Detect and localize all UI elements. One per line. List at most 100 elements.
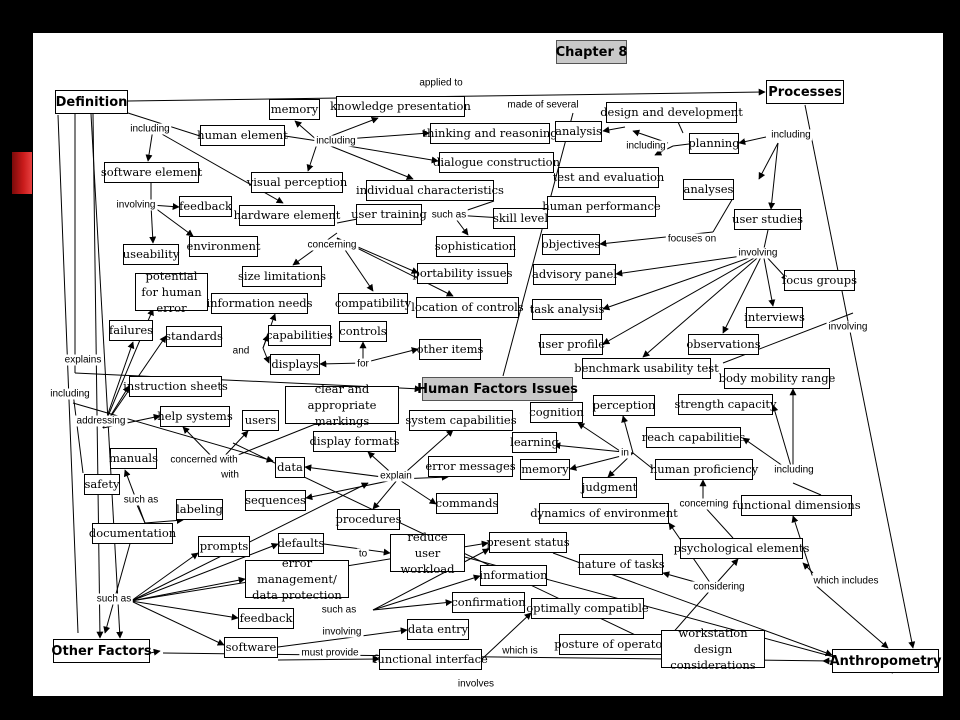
node-error-management[interactable]: error management/ data protection — [245, 556, 349, 602]
node-test-evaluation[interactable]: test and evaluation — [553, 167, 664, 188]
node-manuals[interactable]: manuals — [109, 448, 158, 469]
node-present-status[interactable]: present status — [486, 532, 570, 553]
node-anthropometry[interactable]: Anthropometry — [830, 649, 941, 673]
node-capabilities[interactable]: capabilities — [266, 325, 333, 346]
node-processes[interactable]: Processes — [766, 80, 844, 104]
node-sequences[interactable]: sequences — [245, 490, 306, 511]
node-workstation-design[interactable]: workstation design considerations — [661, 626, 765, 672]
node-focus-groups[interactable]: focus groups — [782, 270, 857, 291]
node-judgment[interactable]: judgment — [582, 477, 637, 498]
node-other-items[interactable]: other items — [417, 339, 483, 360]
node-design-development[interactable]: design and development — [600, 102, 743, 123]
node-failures[interactable]: failures — [109, 320, 153, 341]
node-sophistication[interactable]: sophistication — [435, 236, 516, 257]
node-planning[interactable]: planning — [688, 133, 740, 154]
node-visual-perception[interactable]: visual perception — [247, 172, 347, 193]
node-standards[interactable]: standards — [165, 326, 223, 347]
node-other-factors[interactable]: Other Factors — [51, 639, 152, 663]
node-advisory-panel[interactable]: advisory panel — [532, 264, 617, 285]
node-nature-of-tasks[interactable]: nature of tasks — [577, 554, 665, 575]
label-concerning-hardware: concerning — [305, 239, 359, 251]
node-functional-interface[interactable]: functional interface — [373, 649, 488, 670]
node-users[interactable]: users — [242, 410, 279, 431]
label-involving-software-2: involving — [320, 626, 364, 638]
node-environment[interactable]: environment — [187, 236, 260, 257]
node-help-systems[interactable]: help systems — [157, 406, 233, 427]
node-user-profile[interactable]: user profile — [538, 334, 605, 355]
node-clear-markings[interactable]: clear and appropriate markings — [285, 382, 399, 428]
node-information-needs[interactable]: information needs — [206, 293, 313, 314]
node-commands[interactable]: commands — [436, 493, 498, 514]
node-definition[interactable]: Definition — [55, 90, 128, 114]
node-learning[interactable]: learning — [510, 432, 559, 453]
label-such-as-other-factors: such as — [94, 593, 134, 605]
node-knowledge-presentation[interactable]: knowledge presentation — [330, 96, 471, 117]
node-individual-characteristics[interactable]: individual characteristics — [356, 180, 504, 201]
connector-line — [362, 347, 419, 364]
node-dynamics-environment[interactable]: dynamics of environment — [530, 503, 678, 524]
connector-line — [812, 582, 889, 649]
node-display-formats[interactable]: display formats — [310, 431, 399, 452]
node-benchmark-usability-test[interactable]: benchmark usability test — [574, 358, 719, 379]
label-concerned-with: concerned with — [168, 454, 240, 466]
node-potential-human-error[interactable]: potential for human error — [135, 269, 208, 315]
node-posture-of-operator[interactable]: posture of operator — [554, 634, 668, 655]
node-skill-level[interactable]: skill level — [493, 208, 548, 229]
node-size-limitations[interactable]: size limitations — [238, 266, 326, 287]
node-safety[interactable]: safety — [84, 474, 120, 495]
node-defaults[interactable]: defaults — [278, 533, 324, 554]
node-strength-capacity[interactable]: strength capacity — [674, 394, 777, 415]
node-prompts[interactable]: prompts — [198, 536, 250, 557]
label-including-left: including — [48, 388, 92, 400]
node-observations[interactable]: observations — [686, 334, 761, 355]
connector-line — [103, 532, 134, 634]
node-useability[interactable]: useability — [123, 244, 179, 265]
node-confirmation[interactable]: confirmation — [451, 592, 526, 613]
node-functional-dimensions[interactable]: functional dimensions — [732, 495, 861, 516]
node-thinking-reasoning[interactable]: thinking and reasoning — [422, 123, 558, 144]
node-human-proficiency[interactable]: human proficiency — [650, 459, 758, 480]
node-displays[interactable]: displays — [270, 354, 320, 375]
node-feedback-2[interactable]: feedback — [238, 608, 294, 629]
node-user-training[interactable]: user training — [351, 204, 427, 225]
node-dialogue-construction[interactable]: dialogue construction — [433, 152, 560, 173]
node-system-capabilities[interactable]: system capabilities — [405, 410, 517, 431]
node-chapter8[interactable]: Chapter 8 — [556, 40, 627, 64]
node-software-element[interactable]: software element — [101, 162, 202, 183]
node-portability-issues[interactable]: portability issues — [412, 263, 513, 284]
node-memory[interactable]: memory — [269, 99, 320, 120]
node-information[interactable]: information — [479, 565, 548, 586]
node-software[interactable]: software — [224, 637, 278, 658]
node-psychological-elements[interactable]: psychological elements — [674, 538, 809, 559]
node-interviews[interactable]: interviews — [744, 307, 805, 328]
node-user-studies[interactable]: user studies — [732, 209, 803, 230]
node-cognition[interactable]: cognition — [529, 402, 584, 423]
node-analysis[interactable]: analysis — [555, 121, 602, 142]
node-reduce-user-workload[interactable]: reduce user workload — [390, 530, 465, 576]
node-analyses[interactable]: analyses — [683, 179, 734, 200]
node-perception[interactable]: perception — [593, 395, 655, 416]
label-such-as-documentation: such as — [121, 494, 161, 506]
node-optimally-compatible[interactable]: optimally compatible — [526, 598, 649, 619]
node-controls[interactable]: controls — [339, 321, 387, 342]
node-location-controls[interactable]: location of controls — [411, 297, 524, 318]
node-documentation[interactable]: documentation — [89, 523, 176, 544]
node-feedback-1[interactable]: feedback — [179, 196, 232, 217]
node-memory-2[interactable]: memory — [520, 459, 570, 480]
node-human-performance[interactable]: human performance — [542, 196, 661, 217]
node-compatibility[interactable]: compatibility — [335, 293, 411, 314]
node-reach-capabilities[interactable]: reach capabilities — [642, 427, 745, 448]
node-procedures[interactable]: procedures — [336, 509, 402, 530]
node-task-analysis[interactable]: task analysis — [530, 299, 604, 320]
node-hardware-element[interactable]: hardware element — [234, 205, 340, 226]
node-instruction-sheets[interactable]: instruction sheets — [123, 376, 228, 397]
node-data[interactable]: data — [275, 457, 305, 478]
node-human-factors-issues[interactable]: Human Factors Issues — [417, 377, 578, 401]
node-error-messages[interactable]: error messages — [425, 456, 516, 477]
node-body-mobility-range[interactable]: body mobility range — [719, 368, 835, 389]
label-including-processes: including — [769, 129, 813, 141]
node-labeling[interactable]: labeling — [176, 499, 223, 520]
node-human-element[interactable]: human element — [197, 125, 288, 146]
node-objectives[interactable]: objectives — [542, 234, 600, 255]
node-data-entry[interactable]: data entry — [407, 619, 469, 640]
